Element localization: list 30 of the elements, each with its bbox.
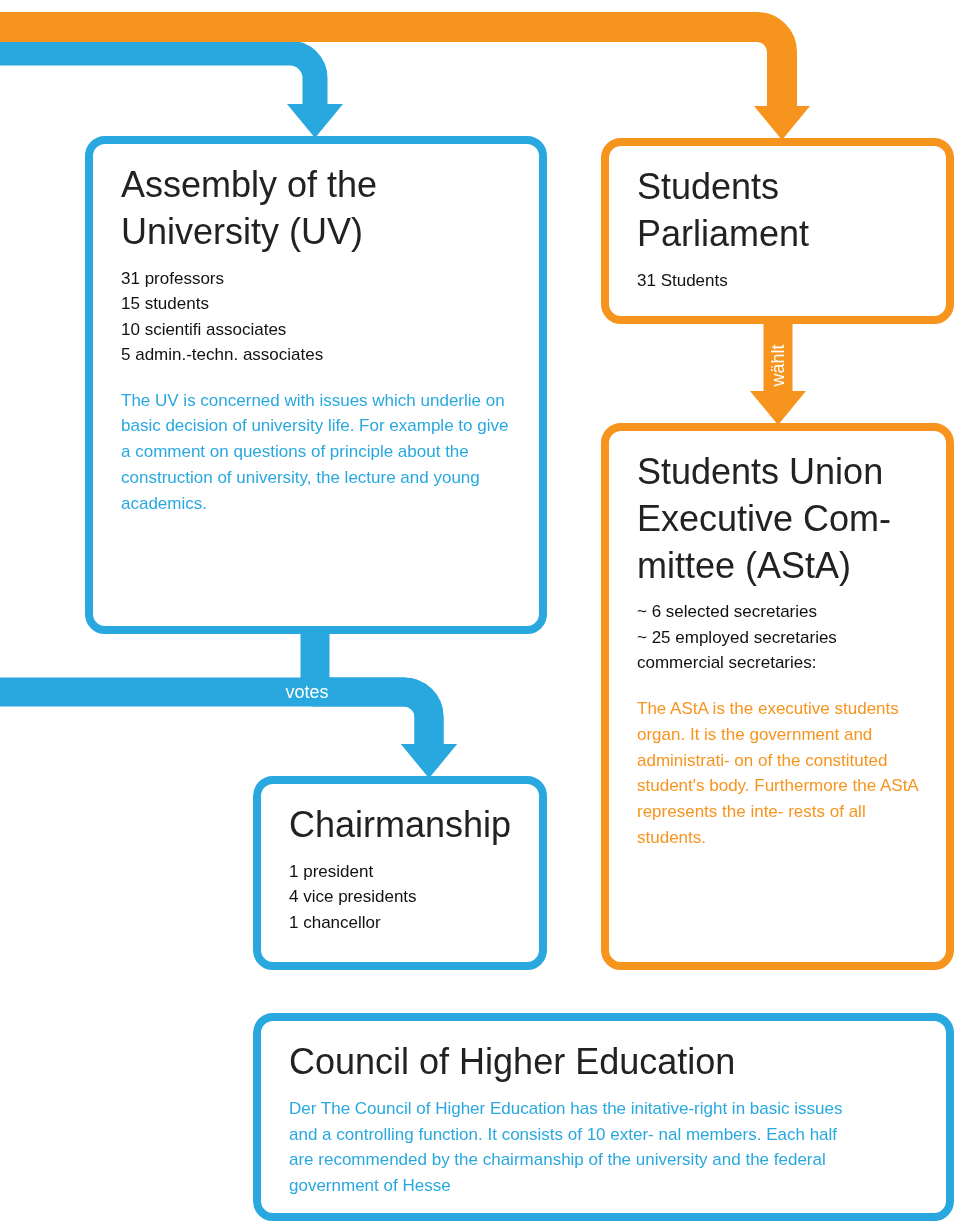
arrow [0,12,810,140]
list-item: ~ 25 employed secretaries [637,626,838,649]
node-title: Students Union Executive Com- mittee (AStA) [637,450,893,588]
arrow [750,324,806,425]
list-item: commercial secretaries: [637,652,818,675]
list-item: ~ 6 selected secretaries [637,601,818,624]
list-item: 4 vice presidents [289,886,418,909]
edge-label: votes [285,681,329,703]
list-item: 15 students [121,293,210,316]
arrow [0,677,457,778]
description-text: Der The Council of Higher Education has the initative-right in basic issues and a controlling function. It consists of 10 exter- nal members. Each half are recommended by the chairmanship of the university and the federal government of Hesse [289,1097,844,1198]
list-item: 5 admin.-techn. associates [121,344,325,367]
node-title: Council of Higher Education [289,1040,737,1084]
list-item: 31 Students [637,269,729,292]
list-item: 1 president [289,860,375,883]
list-item: 31 professors [121,267,225,290]
arrow [0,40,343,138]
list-item: 10 scientifi associates [121,318,288,341]
node-box [601,138,954,324]
description-text: The UV is concerned with issues which underlie on basic decision of university life. For example to give a comment on questions of principle about the construction of university, the lecture and young academics. [121,389,510,515]
node-box [253,776,547,970]
node-title: Assembly of the University (UV) [121,163,379,254]
list-item: 1 chancellor [289,911,382,934]
node-box [253,1013,954,1221]
node-box [85,136,547,634]
node-title: Students Parliament [637,165,811,256]
node-box [601,423,954,970]
description-text: The AStA is the executive students organ. It is the government and administrati- on of the constituted student's body. Furthermore the AStA represents the inte- rests of all students. [637,697,920,850]
edge-label: wählt [767,344,789,386]
node-title: Chairmanship [289,803,513,847]
